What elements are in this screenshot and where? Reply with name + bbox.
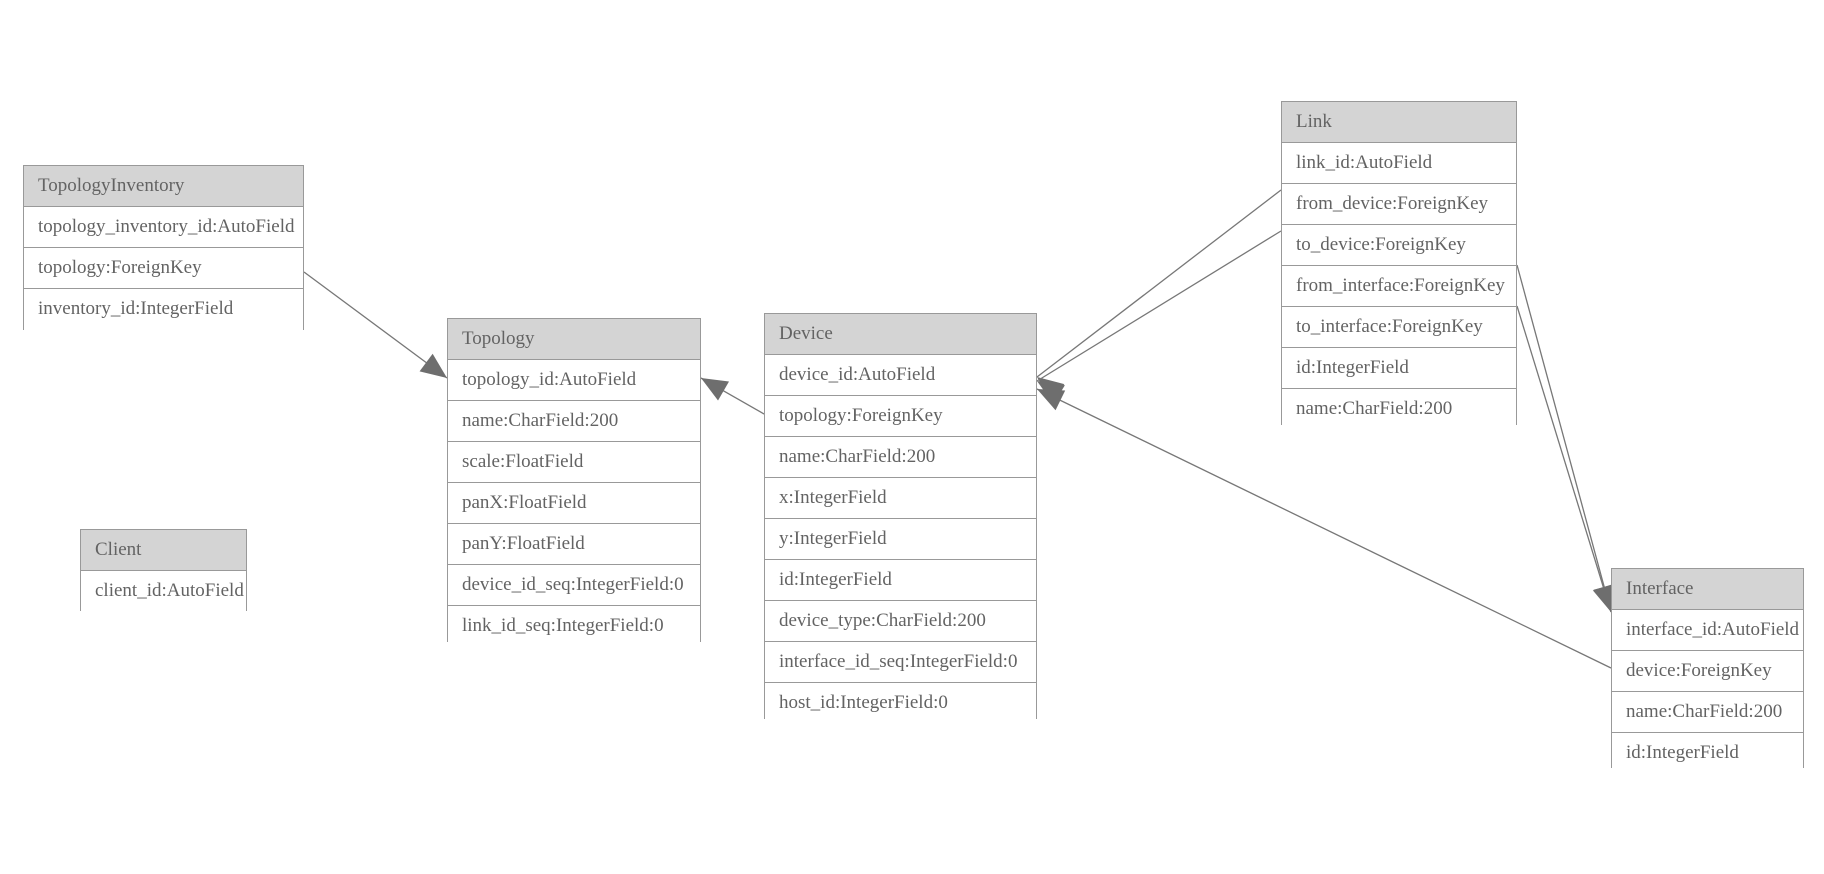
field-row[interactable]: topology_id:AutoField [448,360,700,401]
field-row[interactable]: interface_id_seq:IntegerField:0 [765,642,1036,683]
relationship-line [1516,264,1612,613]
field-row[interactable]: link_id:AutoField [1282,143,1516,184]
relationship-line [1516,305,1612,613]
field-row[interactable]: link_id_seq:IntegerField:0 [448,606,700,647]
field-row[interactable]: id:IntegerField [1612,733,1803,774]
field-row[interactable]: to_device:ForeignKey [1282,225,1516,266]
field-row[interactable]: inventory_id:IntegerField [24,289,303,330]
relationship-arrowhead-icon [1037,389,1066,411]
field-row[interactable]: device_id:AutoField [765,355,1036,396]
relationship-line [1036,230,1282,382]
field-row[interactable]: topology:ForeignKey [765,396,1036,437]
relationship-rel-device-topology [700,377,765,415]
field-row[interactable]: client_id:AutoField [81,571,246,612]
field-row[interactable]: device_type:CharField:200 [765,601,1036,642]
field-row[interactable]: name:CharField:200 [765,437,1036,478]
entity-title-link: Link [1282,102,1516,143]
field-row[interactable]: x:IntegerField [765,478,1036,519]
field-row[interactable]: host_id:IntegerField:0 [765,683,1036,724]
relationship-rel-link-frominterface-interface [1516,264,1615,613]
field-row[interactable]: interface_id:AutoField [1612,610,1803,651]
entity-title-client: Client [81,530,246,571]
field-row[interactable]: id:IntegerField [1282,348,1516,389]
relationship-line [700,377,765,415]
entity-title-device: Device [765,314,1036,355]
field-row[interactable]: topology:ForeignKey [24,248,303,289]
field-row[interactable]: device:ForeignKey [1612,651,1803,692]
field-row[interactable]: to_interface:ForeignKey [1282,307,1516,348]
field-row[interactable]: name:CharField:200 [1282,389,1516,430]
field-row[interactable]: scale:FloatField [448,442,700,483]
relationship-rel-link-tointerface-interface [1516,305,1614,613]
entity-title-topology_inventory: TopologyInventory [24,166,303,207]
field-row[interactable]: panX:FloatField [448,483,700,524]
entity-title-topology: Topology [448,319,700,360]
relationship-line [303,271,448,379]
field-row[interactable]: device_id_seq:IntegerField:0 [448,565,700,606]
relationship-line [1036,388,1612,669]
field-row[interactable]: from_device:ForeignKey [1282,184,1516,225]
field-row[interactable]: id:IntegerField [765,560,1036,601]
relationship-rel-link-fromdevice-device [1036,189,1282,402]
relationship-line [1036,189,1282,378]
entity-title-interface: Interface [1612,569,1803,610]
relationship-rel-topologyinventory-topology [303,271,448,379]
relationship-rel-link-todevice-device [1036,230,1282,404]
field-row[interactable]: panY:FloatField [448,524,700,565]
field-row[interactable]: name:CharField:200 [448,401,700,442]
entity-fields-client: client_id:AutoField [81,571,246,612]
field-row[interactable]: name:CharField:200 [1612,692,1803,733]
field-row[interactable]: from_interface:ForeignKey [1282,266,1516,307]
field-row[interactable]: topology_inventory_id:AutoField [24,207,303,248]
field-row[interactable]: y:IntegerField [765,519,1036,560]
